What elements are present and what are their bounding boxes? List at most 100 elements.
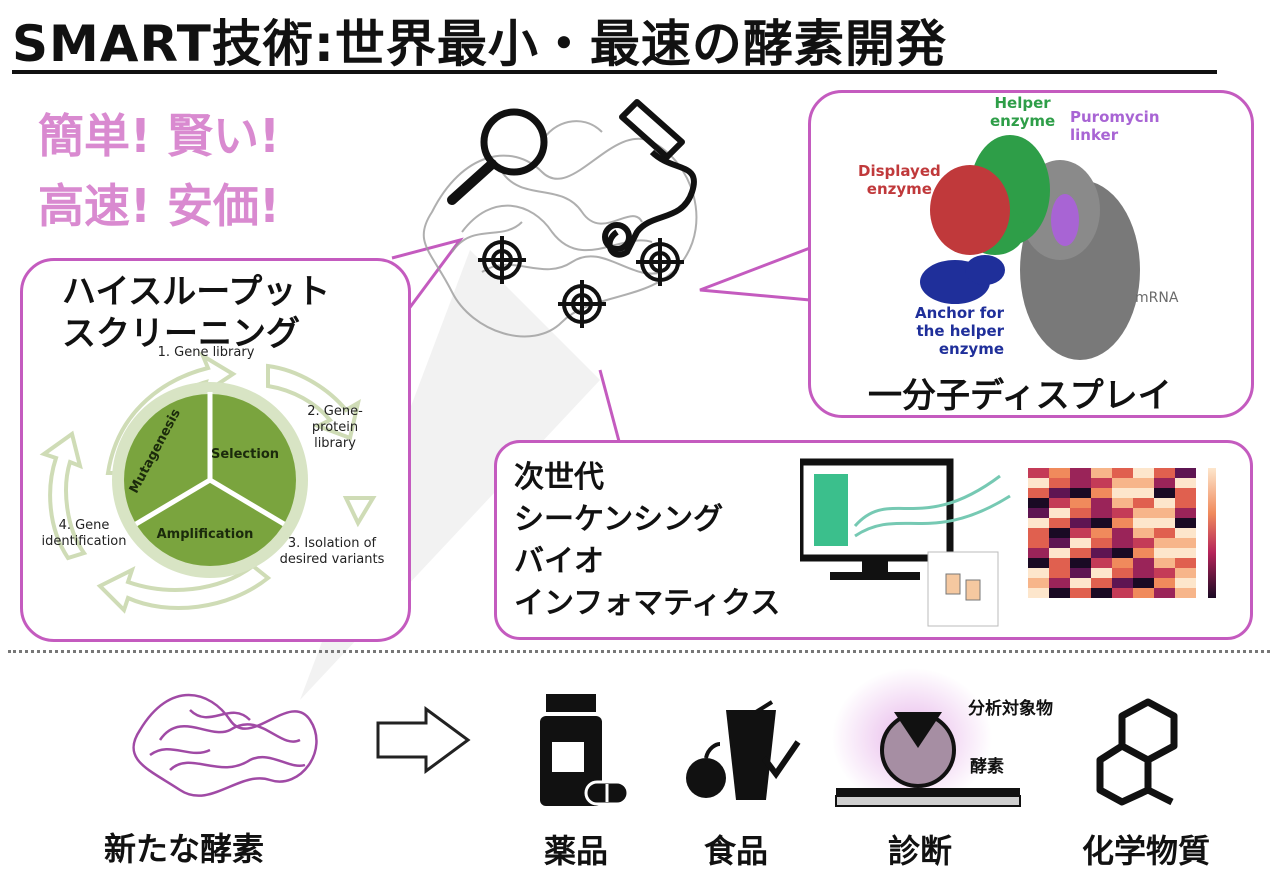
heatmap-cell <box>1175 468 1196 478</box>
heatmap-cell <box>1070 558 1091 568</box>
heatmap-cell <box>1112 518 1133 528</box>
anchor-blob <box>920 255 1005 304</box>
heatmap-cell <box>1091 588 1112 598</box>
heatmap-cell <box>1070 478 1091 488</box>
protein-structure-image <box>422 99 698 338</box>
hexagon-molecule-icon <box>1096 698 1178 806</box>
section-divider <box>8 650 1270 653</box>
ngs-line-2: シーケンシング <box>514 502 724 537</box>
medicine-bottle-icon <box>540 694 630 806</box>
label-medicine: 薬品 <box>544 832 609 870</box>
displayed-enzyme-blob <box>930 165 1010 255</box>
label-helper-enzyme: Helper enzyme <box>990 94 1056 130</box>
heatmap-cell <box>1112 568 1133 578</box>
label-displayed-enzyme: Displayed enzyme <box>858 162 941 198</box>
right-arrow-icon <box>376 706 471 774</box>
heatmap-cell <box>1175 498 1196 508</box>
heatmap-cell <box>1028 538 1049 548</box>
heatmap-image <box>1028 468 1216 598</box>
heatmap-cell <box>1070 568 1091 578</box>
heatmap-cell <box>1070 578 1091 588</box>
arrow-bottom <box>96 563 272 614</box>
heatmap-cell <box>1133 488 1154 498</box>
label-new-enzyme: 新たな酵素 <box>104 830 265 868</box>
heatmap-cell <box>1154 528 1175 538</box>
heatmap-cell <box>1133 528 1154 538</box>
heatmap-cell <box>1133 588 1154 598</box>
heatmap-cell <box>1175 578 1196 588</box>
heatmap-cell <box>1049 478 1070 488</box>
heatmap-cell <box>1154 478 1175 488</box>
segment-amplification: Amplification <box>156 527 254 542</box>
title-underline <box>12 70 1217 74</box>
heatmap-cell <box>1133 568 1154 578</box>
heatmap-cell <box>1154 578 1175 588</box>
ngs-line-3: バイオ <box>514 544 604 579</box>
heatmap-cell <box>1112 528 1133 538</box>
label-chemicals: 化学物質 <box>1082 832 1211 870</box>
heatmap-cell <box>1133 518 1154 528</box>
heatmap-cell <box>1154 498 1175 508</box>
heatmap-cell <box>1049 498 1070 508</box>
heatmap-cell <box>1028 548 1049 558</box>
heatmap-cell <box>1091 528 1112 538</box>
heatmap-cell <box>1133 548 1154 558</box>
heatmap-cell <box>1091 498 1112 508</box>
heatmap-cell <box>1112 588 1133 598</box>
heatmap-cell <box>1133 508 1154 518</box>
ngs-line-1: 次世代 <box>514 460 604 495</box>
target-icon-3 <box>636 238 684 286</box>
heatmap-cell <box>1175 488 1196 498</box>
heatmap-cell <box>1028 468 1049 478</box>
arrow-right <box>342 496 377 528</box>
heatmap-cell <box>1154 468 1175 478</box>
heatmap-cell <box>1028 508 1049 518</box>
heatmap-cell <box>1175 558 1196 568</box>
heatmap-cell <box>1154 558 1175 568</box>
step-gene-library: 1. Gene library <box>157 345 255 360</box>
food-icon <box>686 700 801 800</box>
heatmap-cell <box>1028 478 1049 488</box>
heatmap-cell <box>1049 548 1070 558</box>
heatmap-cell <box>1070 548 1091 558</box>
display-callout <box>699 246 811 302</box>
heatmap-cell <box>1175 588 1196 598</box>
heatmap-cell <box>1154 548 1175 558</box>
heatmap-cell <box>1175 538 1196 548</box>
heatmap-cell <box>1028 578 1049 588</box>
heatmap-cell <box>1049 488 1070 498</box>
heatmap-cell <box>1049 588 1070 598</box>
step-isolation: 3. Isolation of desired variants <box>279 536 385 567</box>
heatmap-cell <box>1091 578 1112 588</box>
heatmap-cell <box>1175 508 1196 518</box>
wrench-hand-icon <box>602 99 697 258</box>
heatmap-cell <box>1049 518 1070 528</box>
heatmap-cell <box>1049 568 1070 578</box>
arrow-top-right <box>266 363 361 441</box>
heatmap-cell <box>1154 538 1175 548</box>
computer-monitor-icon <box>800 458 1011 627</box>
heatmap-cell <box>1112 478 1133 488</box>
target-icon-1 <box>478 236 526 284</box>
heatmap-cell <box>1028 518 1049 528</box>
heatmap-cell <box>1133 498 1154 508</box>
heatmap-cell <box>1175 548 1196 558</box>
heatmap-cell <box>1154 508 1175 518</box>
heatmap-cell <box>1112 468 1133 478</box>
heatmap-cell <box>1112 498 1133 508</box>
heatmap-cell <box>1070 488 1091 498</box>
heatmap-cell <box>1091 538 1112 548</box>
heatmap-cell <box>1049 528 1070 538</box>
label-food: 食品 <box>704 832 769 870</box>
label-anchor: Anchor for the helper enzyme <box>915 304 1005 358</box>
heatmap-cell <box>1112 578 1133 588</box>
heatmap-cell <box>1049 558 1070 568</box>
label-puromycin-linker: Puromycin linker <box>1070 108 1160 144</box>
page-title: SMART技術:世界最小・最速の酵素開発 <box>12 15 947 73</box>
heatmap-cell <box>1175 528 1196 538</box>
screening-title-line-2: スクリーニング <box>62 314 300 354</box>
label-enzyme: 酵素 <box>970 757 1004 777</box>
heatmap-cell <box>1112 508 1133 518</box>
heatmap-cell <box>1154 488 1175 498</box>
puromycin-blob <box>1051 194 1079 246</box>
